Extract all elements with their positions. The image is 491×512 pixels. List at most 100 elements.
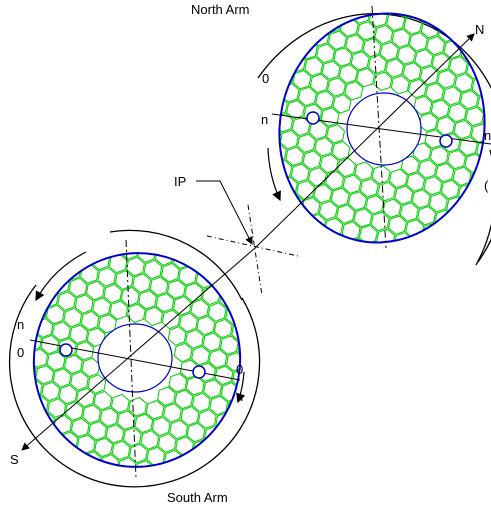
hexagon-cell (63, 307, 83, 328)
hexagon-cell (365, 194, 385, 215)
hexagon-cell (114, 270, 134, 290)
hexagon-cell (214, 365, 234, 386)
hexagon-cell (201, 285, 221, 306)
hexagon-cell (186, 422, 206, 443)
hexagon-cell (209, 395, 229, 416)
hexagon-cell (394, 185, 414, 205)
hexagon-cell (315, 90, 335, 110)
hexagon-cell (388, 215, 407, 235)
hexagon-cell (52, 368, 72, 388)
hexagon-cell (296, 180, 316, 200)
hexagon-cell (356, 67, 376, 88)
north-blue-rim (278, 12, 486, 244)
hexagon-cell (380, 0, 400, 15)
hexagon-cell (388, 168, 408, 189)
hexagon-cell (373, 71, 393, 91)
hexagon-cell (129, 443, 148, 464)
south-hexagon-array (16, 237, 258, 483)
hexagon-cell (367, 54, 387, 75)
south-rotation-arrow-left (35, 251, 87, 302)
hexagon-cell (312, 230, 332, 251)
hexagon-cell (69, 324, 89, 344)
hexagon-cell (292, 69, 312, 90)
hexagon-cell (160, 262, 180, 283)
hexagon-cell (390, 75, 410, 95)
hexagon-cell (453, 119, 473, 140)
hexagon-cell (386, 11, 406, 32)
hexagon-cell (197, 409, 217, 429)
hexagon-cell (370, 211, 390, 232)
south-direction-label: S (10, 452, 19, 467)
hexagon-cell (429, 146, 449, 166)
hexagon-cell (430, 99, 450, 119)
hexagon-cell (138, 289, 157, 310)
south-n-label-upper: n (17, 317, 24, 332)
hexagon-cell (337, 157, 357, 178)
north-arm-detector: North Arm 0 n n ( (191, 0, 491, 266)
hexagon-cell (74, 294, 94, 314)
hexagon-cell (105, 424, 125, 444)
hexagon-cell (414, 48, 434, 69)
hexagon-cell (68, 277, 88, 298)
hexagon-cell (64, 354, 83, 375)
hexagon-cell (167, 326, 187, 346)
hexagon-cell (452, 166, 472, 187)
hexagon-cell (426, 35, 446, 56)
ip-leader-line (196, 180, 253, 245)
hexagon-cell (213, 318, 233, 339)
hexagon-cell (285, 146, 305, 167)
south-arm-title: South Arm (167, 490, 228, 505)
hexagon-cell (126, 256, 145, 277)
north-rotation-arrow (267, 147, 281, 202)
south-right-marker (192, 365, 206, 379)
hexagon-cell (399, 202, 419, 222)
hexagon-cell (304, 56, 324, 77)
beam-axis-south (21, 247, 256, 451)
hexagon-cell (29, 348, 49, 368)
hexagon-cell (432, 5, 452, 26)
hexagon-cell (58, 337, 77, 358)
hexagon-cell (167, 279, 186, 300)
south-arm-detector: South Arm n 0 0 n (8, 229, 261, 505)
hexagon-cell (330, 187, 350, 208)
hexagon-cell (327, 77, 346, 97)
hexagon-cell (310, 26, 330, 47)
hexagon-cell (298, 40, 318, 60)
hexagon-cell (28, 301, 48, 322)
hexagon-cell (57, 291, 77, 311)
south-vertical-axis (125, 239, 137, 479)
hexagon-cell (431, 52, 451, 73)
north-direction-label: N (475, 22, 484, 37)
hexagon-cell (179, 312, 198, 333)
hexagon-cell (354, 161, 374, 181)
hexagon-cell (290, 163, 310, 183)
hexagon-cell (297, 133, 316, 153)
hexagon-cell (314, 137, 334, 157)
hexagon-cell (417, 205, 437, 226)
hexagon-cell (423, 176, 443, 196)
hexagon-cell (448, 103, 467, 123)
hexagon-cell (320, 107, 340, 127)
hexagon-cell (123, 427, 142, 447)
hexagon-cell (157, 433, 177, 453)
hexagon-cell (53, 414, 73, 435)
hexagon-cell (336, 204, 356, 224)
north-zero-label: 0 (262, 71, 269, 86)
hexagon-cell (70, 371, 89, 391)
hexagon-cell (169, 419, 188, 440)
north-n-label-right: n (484, 128, 491, 143)
hexagon-cell (435, 162, 455, 183)
hexagon-cell (419, 65, 439, 86)
hexagon-cell (47, 398, 67, 418)
hexagon-cell (81, 357, 101, 378)
hexagon-cell (374, 24, 394, 45)
hexagon-cell (97, 267, 117, 287)
hexagon-cell (219, 335, 239, 355)
hexagon-cell (442, 86, 462, 106)
hexagon-cell (402, 62, 422, 82)
hexagon-cell (103, 283, 123, 304)
hexagon-cell (393, 232, 413, 252)
hexagon-cell (359, 178, 379, 198)
hexagon-cell (110, 393, 130, 414)
